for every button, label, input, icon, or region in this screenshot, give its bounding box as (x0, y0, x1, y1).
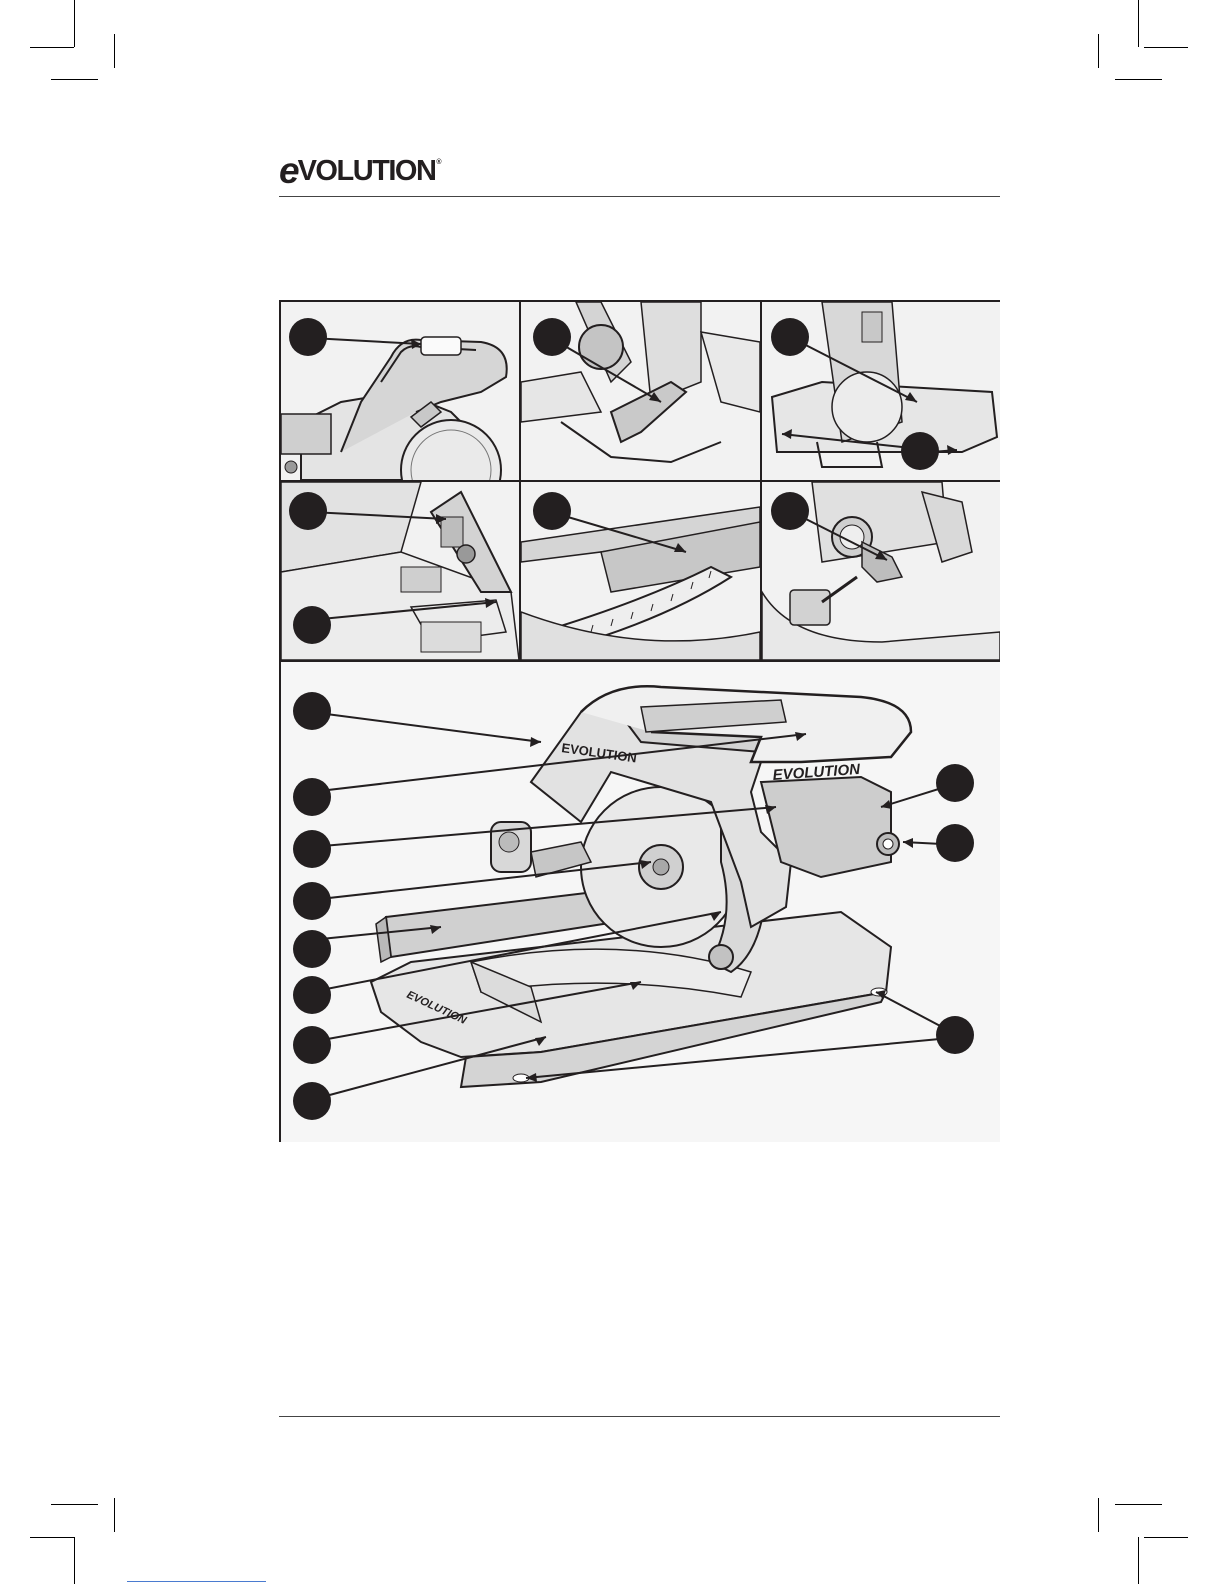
crop-mark (51, 1504, 98, 1505)
brand-logo: e VOLUTION ® (279, 150, 442, 186)
brand-logo-registered: ® (436, 158, 441, 168)
brand-logo-e: e (279, 156, 298, 186)
callout-badge (293, 1082, 331, 1120)
crop-mark (30, 1537, 74, 1538)
main-machine-panel: EVOLUTION EVOLUTION EVOLUTION (281, 662, 1000, 1142)
brand-logo-text: VOLUTION (298, 156, 436, 186)
crop-mark (1115, 79, 1162, 80)
callout-badge (289, 492, 327, 530)
callout-badge (901, 432, 939, 470)
callout-badge (533, 318, 571, 356)
crop-mark (1138, 0, 1139, 47)
callout-badge (936, 764, 974, 802)
crop-mark (1144, 47, 1188, 48)
bottom-link-underline (127, 1581, 266, 1582)
crop-mark (74, 1537, 75, 1584)
crop-mark (1098, 1498, 1099, 1532)
callout-badge (293, 976, 331, 1014)
callout-badge (293, 930, 331, 968)
callout-badge (293, 692, 331, 730)
crop-mark (51, 79, 98, 80)
crop-mark (114, 1498, 115, 1532)
crop-mark (74, 0, 75, 47)
callout-badge (289, 318, 327, 356)
crop-mark (1098, 34, 1099, 68)
callout-badge (936, 824, 974, 862)
footer-rule (279, 1416, 1000, 1417)
crop-mark (1144, 1537, 1188, 1538)
callout-badge (293, 778, 331, 816)
crop-mark (1138, 1537, 1139, 1584)
callout-badge (293, 882, 331, 920)
main-machine-divider (281, 660, 1000, 662)
crop-mark (114, 34, 115, 68)
callout-badge (771, 318, 809, 356)
product-figure: EVOLUTION EVOLUTION EVOLUTION (279, 300, 1000, 1142)
callout-badge (293, 606, 331, 644)
crop-mark (1115, 1504, 1162, 1505)
callout-badge (771, 492, 809, 530)
callout-badge (293, 830, 331, 868)
crop-mark (30, 47, 74, 48)
callout-badge (533, 492, 571, 530)
callout-badge (293, 1026, 331, 1064)
header-rule (279, 196, 1000, 197)
callout-badge (936, 1016, 974, 1054)
mitre-saw-illustration: EVOLUTION EVOLUTION EVOLUTION (281, 662, 1000, 1142)
